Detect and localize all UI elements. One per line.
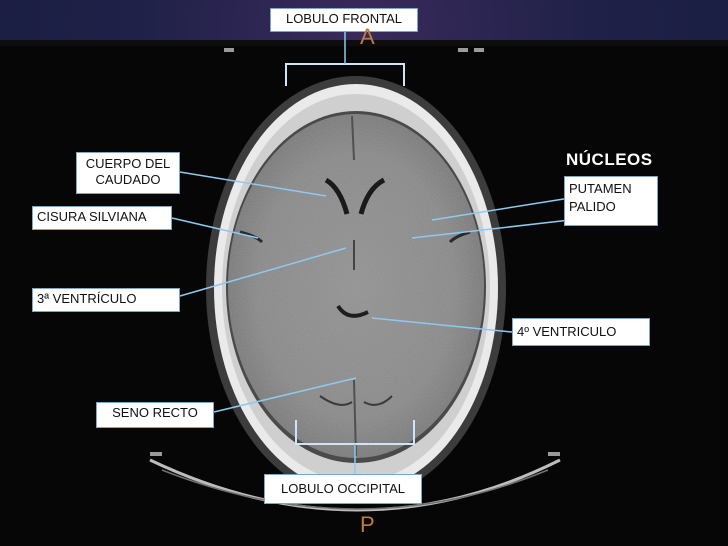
orientation-posterior: P: [360, 512, 375, 537]
label-putamen-palido: PUTAMEN PALIDO: [564, 176, 658, 226]
label-cuerpo-del-caudado: CUERPO DEL CAUDADO: [76, 152, 180, 194]
label-cuerpo-line1: CUERPO DEL: [85, 156, 171, 171]
label-lobulo-occipital: LOBULO OCCIPITAL: [264, 474, 422, 504]
label-palido: PALIDO: [569, 199, 616, 214]
heading-nucleos: NÚCLEOS: [566, 150, 653, 169]
orientation-anterior: A: [360, 24, 375, 49]
label-seno-recto: SENO RECTO: [96, 402, 214, 428]
label-tercer-ventriculo: 3ª VENTRÍCULO: [32, 288, 180, 312]
label-putamen: PUTAMEN: [569, 181, 632, 196]
label-cuarto-ventriculo: 4º VENTRICULO: [512, 318, 650, 346]
label-lobulo-frontal: LOBULO FRONTAL: [270, 8, 418, 32]
label-cuerpo-line2: CAUDADO: [95, 172, 161, 187]
label-cisura-silviana: CISURA SILVIANA: [32, 206, 172, 230]
